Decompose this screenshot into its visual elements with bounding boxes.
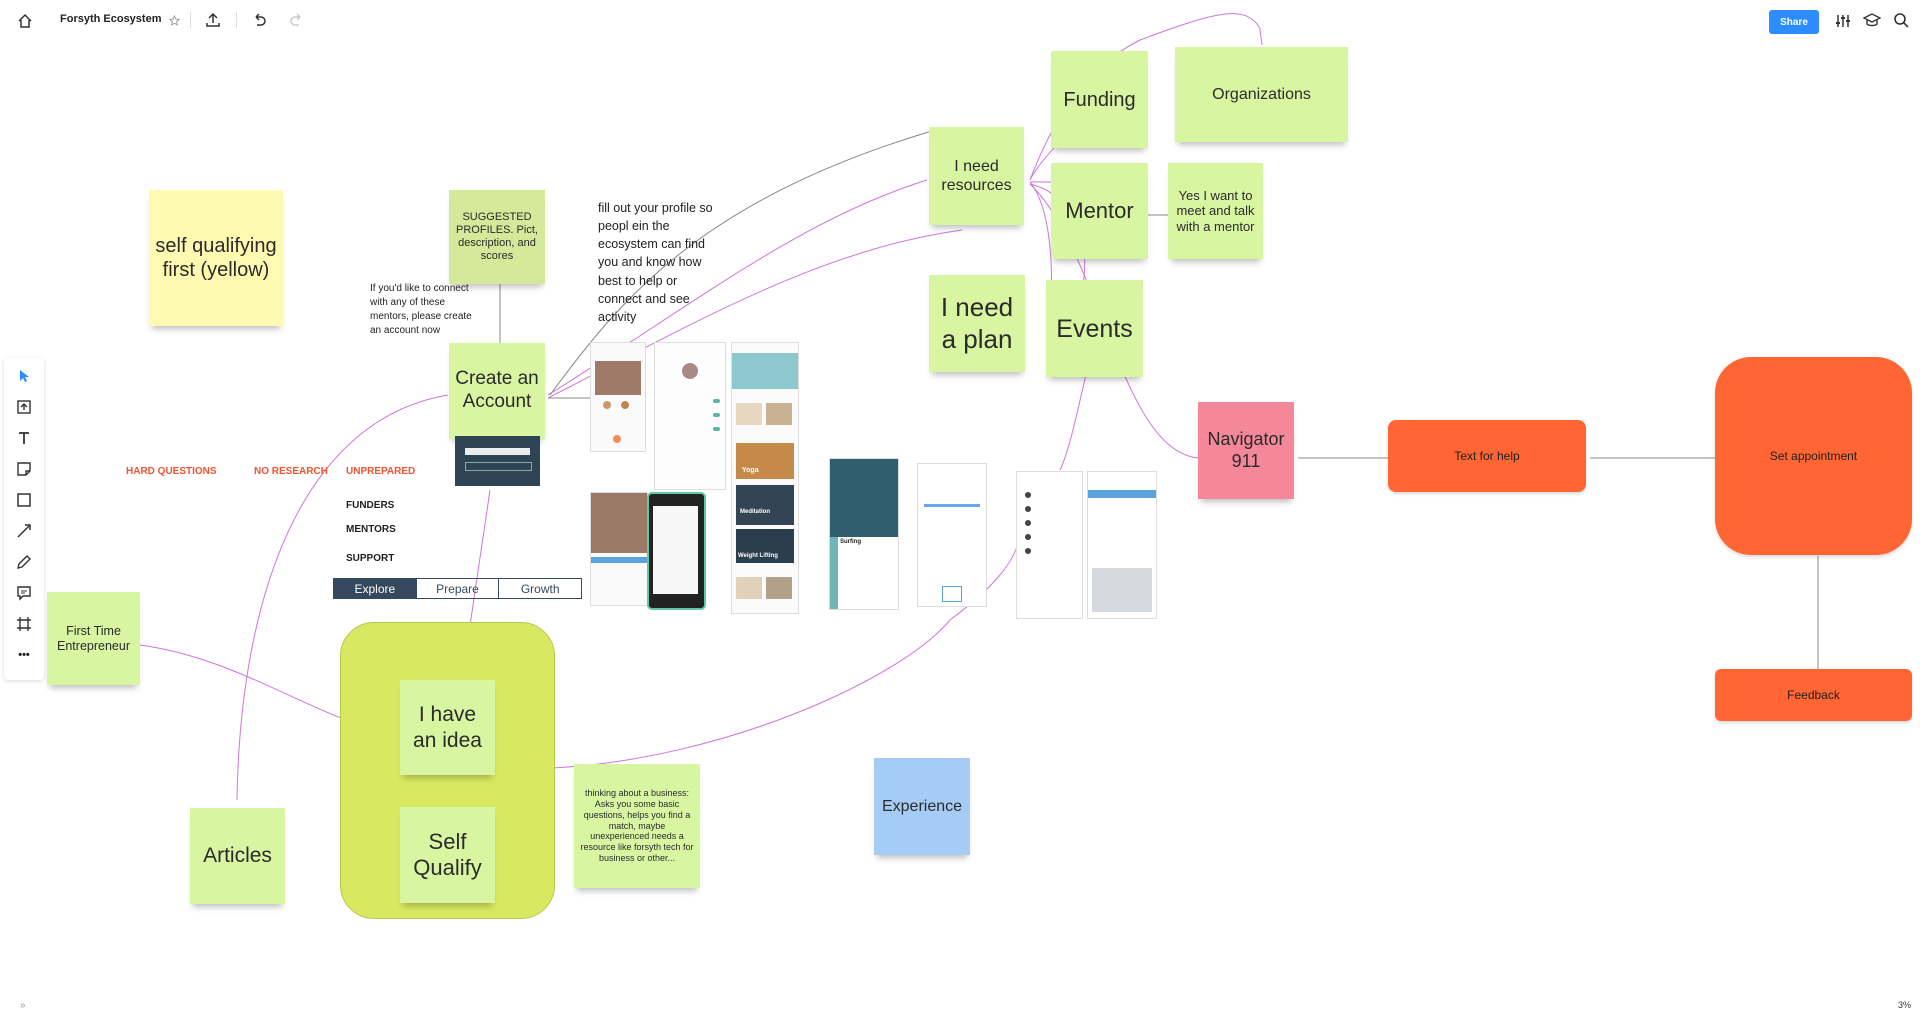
sticky-mentor[interactable]: Mentor — [1051, 163, 1148, 259]
connection-line-icon[interactable] — [12, 519, 36, 543]
sticky-funding[interactable]: Funding — [1051, 51, 1148, 148]
app-mockup-image[interactable] — [590, 492, 648, 606]
app-mockup-image[interactable] — [1087, 471, 1157, 619]
sticky-i-need-plan[interactable]: I need a plan — [929, 275, 1025, 372]
star-icon[interactable] — [168, 14, 180, 26]
app-mockup-image[interactable] — [647, 492, 706, 610]
app-mockup-image[interactable]: Surfing — [829, 458, 899, 610]
text-icon[interactable] — [12, 426, 36, 450]
text-fill-profile[interactable]: fill out your profile so peopl ein the e… — [598, 201, 713, 324]
connector-line[interactable] — [1259, 27, 1263, 46]
sticky-thinking-business[interactable]: thinking about a business: Asks you some… — [574, 764, 700, 888]
sticky-create-account[interactable]: Create an Account — [449, 343, 545, 439]
sticky-articles[interactable]: Articles — [190, 808, 285, 904]
app-mockup-image[interactable]: Yoga Meditation Weight Lifting — [731, 342, 799, 614]
home-icon[interactable] — [16, 12, 34, 30]
sticky-yes-mentor[interactable]: Yes I want to meet and talk with a mento… — [1168, 163, 1263, 259]
frame-icon[interactable] — [12, 612, 36, 636]
zoom-level[interactable]: 3% — [1898, 1000, 1912, 1010]
top-bar: Forsyth Ecosystem Share — [0, 0, 1920, 40]
label-support[interactable]: SUPPORT — [346, 553, 395, 564]
mock-label: Weight Lifting — [738, 553, 778, 559]
sticky-experience[interactable]: Experience — [874, 758, 970, 855]
label-unprepared[interactable]: UNPREPARED — [346, 466, 416, 477]
segmented-tabs: Explore Prepare Growth — [333, 578, 582, 599]
text-connect-mentors[interactable]: If you'd like to connect with any of the… — [370, 283, 472, 336]
sticky-navigator-911[interactable]: Navigator 911 — [1198, 402, 1294, 499]
shape-feedback[interactable]: Feedback — [1715, 669, 1912, 721]
label-mentors[interactable]: MENTORS — [346, 524, 396, 535]
learn-cap-icon[interactable] — [1862, 11, 1882, 29]
pen-icon[interactable] — [12, 550, 36, 574]
label-hard-questions[interactable]: HARD QUESTIONS — [126, 466, 217, 477]
divider — [190, 12, 191, 28]
comment-icon[interactable] — [12, 581, 36, 605]
mock-label: Meditation — [740, 509, 770, 515]
connector-line[interactable] — [551, 619, 951, 769]
sticky-self-qualifying[interactable]: self qualifying first (yellow) — [149, 190, 283, 326]
share-button[interactable]: Share — [1769, 10, 1819, 34]
select-arrow-icon[interactable] — [12, 364, 36, 388]
left-toolbar: ••• — [4, 358, 44, 680]
mock-label: Yoga — [742, 467, 759, 474]
sticky-have-idea[interactable]: I have an idea — [400, 680, 495, 775]
label-no-research[interactable]: NO RESEARCH — [254, 466, 328, 477]
app-mockup-image[interactable] — [654, 342, 726, 490]
tab-prepare[interactable]: Prepare — [417, 579, 500, 598]
connector-line[interactable] — [236, 394, 449, 801]
settings-sliders-icon[interactable] — [1834, 12, 1852, 30]
frame-upload-icon[interactable] — [12, 395, 36, 419]
board-title[interactable]: Forsyth Ecosystem — [60, 13, 162, 25]
sticky-events[interactable]: Events — [1046, 280, 1143, 377]
sticky-first-time-entrepreneur[interactable]: First Time Entrepreneur — [47, 592, 140, 685]
connector-line[interactable] — [549, 129, 936, 396]
more-icon[interactable]: ••• — [18, 649, 30, 661]
shape-icon[interactable] — [12, 488, 36, 512]
undo-icon[interactable] — [250, 11, 268, 29]
sticky-organizations[interactable]: Organizations — [1175, 47, 1348, 142]
sticky-i-need-resources[interactable]: I need resources — [929, 127, 1024, 225]
redo-icon[interactable] — [288, 11, 306, 29]
mock-label: Surfing — [840, 539, 861, 545]
shape-set-appointment[interactable]: Set appointment — [1715, 357, 1912, 555]
upload-icon[interactable] — [204, 11, 222, 29]
tab-explore[interactable]: Explore — [334, 579, 417, 598]
divider — [236, 12, 237, 28]
sticky-suggested-profiles[interactable]: SUGGESTED PROFILES. Pict, description, a… — [449, 190, 545, 284]
app-mockup-image[interactable] — [1016, 471, 1083, 619]
sticky-self-qualify[interactable]: Self Qualify — [400, 807, 495, 903]
search-icon[interactable] — [1892, 11, 1910, 29]
collapse-panel-icon[interactable]: » — [20, 1000, 26, 1011]
app-mockup-image[interactable] — [590, 342, 646, 452]
shape-text-for-help[interactable]: Text for help — [1388, 420, 1586, 492]
label-funders[interactable]: FUNDERS — [346, 500, 395, 511]
tab-growth[interactable]: Growth — [520, 581, 560, 596]
app-mockup-image[interactable] — [917, 463, 987, 607]
signup-card-image — [455, 436, 540, 486]
sticky-note-icon[interactable] — [12, 457, 36, 481]
